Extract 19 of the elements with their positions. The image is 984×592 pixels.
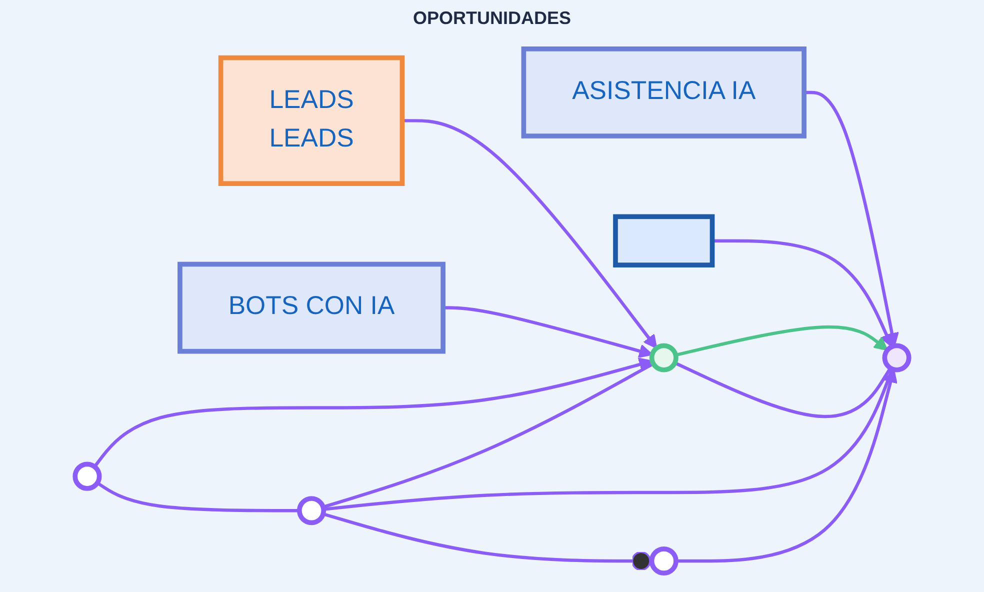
center-label: OPORTUNIDADES bbox=[412, 8, 571, 29]
node-circle bbox=[649, 546, 678, 576]
arrow bbox=[712, 238, 894, 347]
connector bbox=[674, 360, 892, 418]
connector bbox=[96, 481, 300, 512]
node-circle bbox=[882, 342, 912, 372]
node-box: ASISTENCIA IA bbox=[521, 46, 806, 138]
connector bbox=[322, 512, 652, 570]
arrow bbox=[675, 324, 888, 356]
arrow bbox=[804, 90, 899, 346]
arrow bbox=[443, 306, 653, 358]
node-circle bbox=[649, 342, 678, 372]
arrow bbox=[93, 357, 653, 468]
connector bbox=[323, 368, 894, 510]
node-box bbox=[613, 214, 715, 267]
node-circle bbox=[297, 496, 326, 525]
node-circle bbox=[72, 461, 102, 490]
node-box: LEADS LEADS bbox=[218, 54, 405, 186]
node-box: BOTS CON IA bbox=[178, 261, 446, 354]
